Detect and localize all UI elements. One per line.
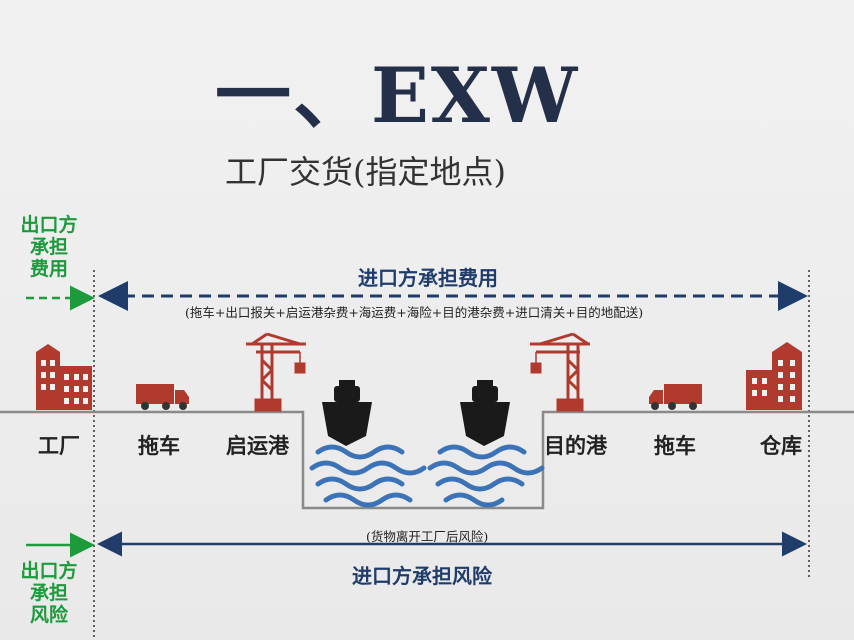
truck-icon <box>136 384 189 410</box>
truck-icon <box>649 384 702 410</box>
ship-icon <box>322 380 372 446</box>
waves-icon <box>312 447 542 505</box>
crane-icon <box>530 334 590 410</box>
warehouse-icon <box>746 342 802 410</box>
crane-icon <box>246 334 306 410</box>
ground-and-dock-line <box>0 412 854 508</box>
factory-icon <box>36 344 92 410</box>
ship-icon <box>460 380 510 446</box>
